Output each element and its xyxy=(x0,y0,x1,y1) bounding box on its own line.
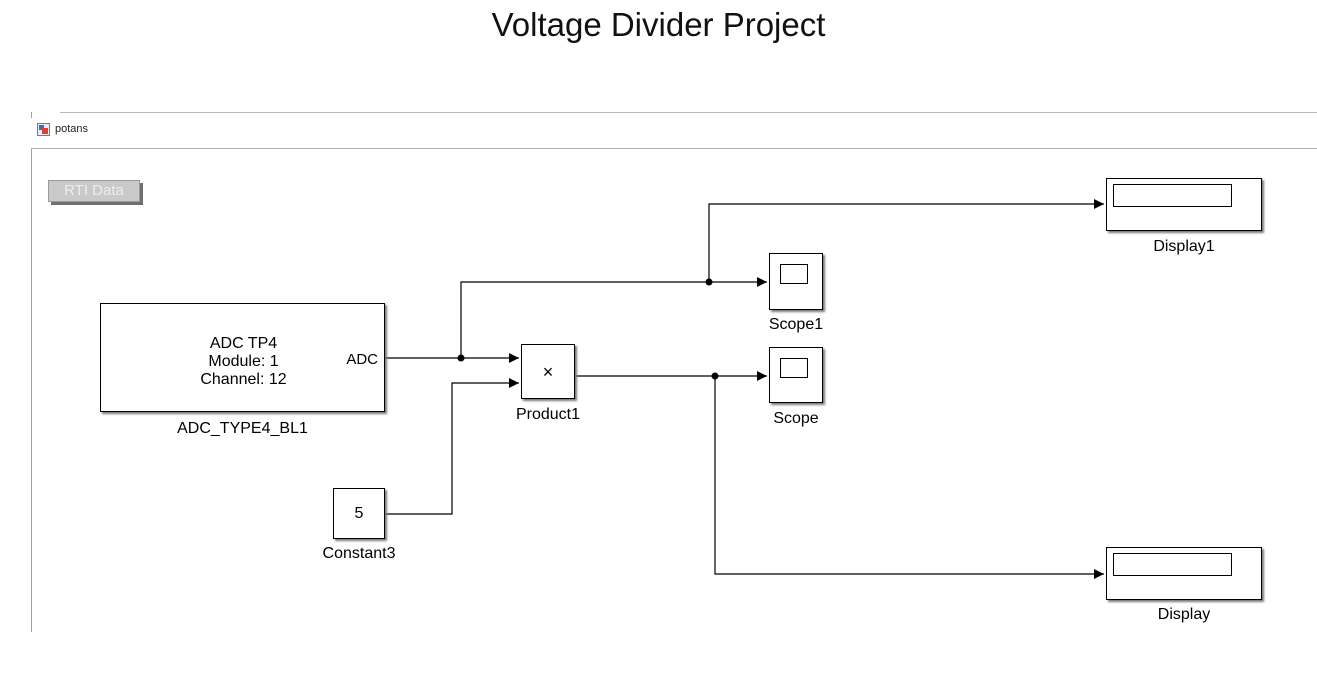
product-block[interactable]: × xyxy=(521,344,575,399)
branch-point-adc xyxy=(457,354,465,362)
model-tab-bar: potans xyxy=(31,118,1317,149)
signal-adc-to-scope1 xyxy=(460,277,767,358)
adc-line-2: Module: 1 xyxy=(208,353,279,370)
constant-value: 5 xyxy=(354,505,364,522)
display-block-name[interactable]: Display xyxy=(1157,606,1211,623)
adc-line-1: ADC TP4 xyxy=(209,335,278,352)
display1-screen-icon xyxy=(1113,184,1232,207)
display1-block[interactable] xyxy=(1106,178,1262,231)
scope-screen-icon xyxy=(780,358,808,378)
branch-point-scope1 xyxy=(705,278,713,286)
scope1-block-name[interactable]: Scope1 xyxy=(768,316,824,333)
scope-block[interactable] xyxy=(769,347,823,403)
display1-block-name[interactable]: Display1 xyxy=(1153,238,1215,255)
window-top-rule xyxy=(60,112,1317,113)
display-block[interactable] xyxy=(1106,547,1262,600)
signal-adc-to-display1 xyxy=(708,199,1104,282)
constant-block-name[interactable]: Constant3 xyxy=(322,545,396,562)
display-screen-icon xyxy=(1113,553,1232,576)
model-window xyxy=(31,112,1317,632)
constant-block[interactable]: 5 xyxy=(333,488,385,539)
adc-output-port-label: ADC xyxy=(346,351,378,368)
branch-point-product xyxy=(711,372,719,380)
model-name-label[interactable]: potans xyxy=(55,123,89,135)
product-operator: × xyxy=(542,362,554,382)
adc-block[interactable]: ADC TP4 Module: 1 Channel: 12 ADC xyxy=(100,303,385,412)
adc-block-text: ADC TP4 Module: 1 Channel: 12 xyxy=(101,335,386,389)
product-block-name[interactable]: Product1 xyxy=(515,406,581,423)
scope1-block[interactable] xyxy=(769,253,823,310)
adc-line-3: Channel: 12 xyxy=(200,371,287,388)
signal-product-to-display xyxy=(714,376,1104,579)
scope-block-name[interactable]: Scope xyxy=(773,410,819,427)
adc-block-name[interactable]: ADC_TYPE4_BL1 xyxy=(177,420,308,437)
scope1-screen-icon xyxy=(780,264,808,284)
simulink-model-icon xyxy=(37,123,50,136)
rti-data-button[interactable]: RTI Data xyxy=(48,180,140,202)
signal-constant-to-product xyxy=(385,378,519,515)
page-title: Voltage Divider Project xyxy=(491,6,826,43)
